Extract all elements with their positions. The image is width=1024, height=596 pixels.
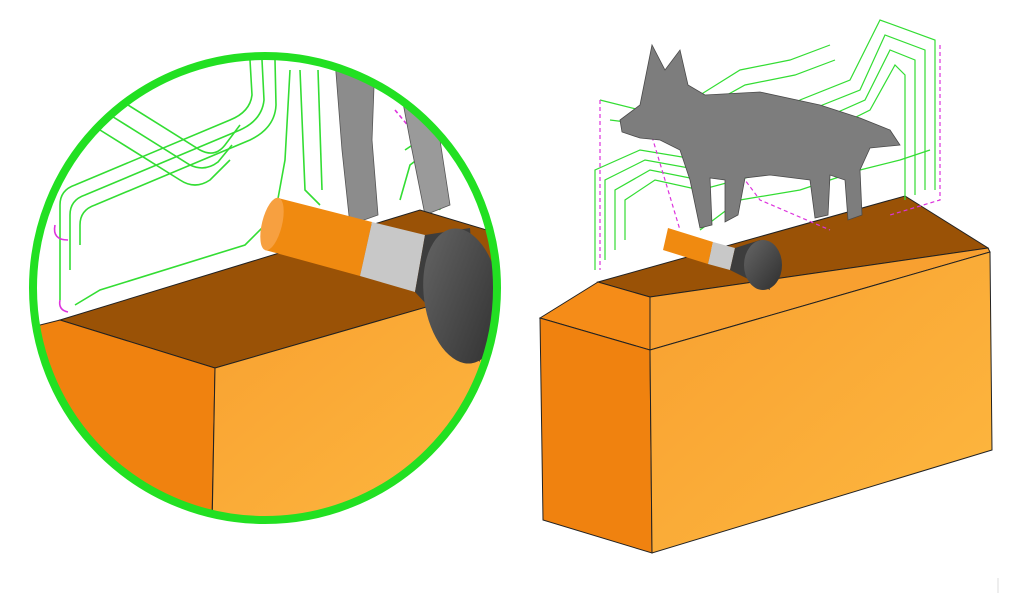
toolpath-retract-lines [599, 45, 941, 270]
stock-block [538, 195, 993, 554]
dog-model [619, 43, 901, 229]
cutting-tool [663, 228, 782, 290]
cutting-tool-detail [260, 197, 497, 364]
magnifier-detail-view [33, 56, 497, 520]
magnifier-ring [29, 52, 501, 524]
